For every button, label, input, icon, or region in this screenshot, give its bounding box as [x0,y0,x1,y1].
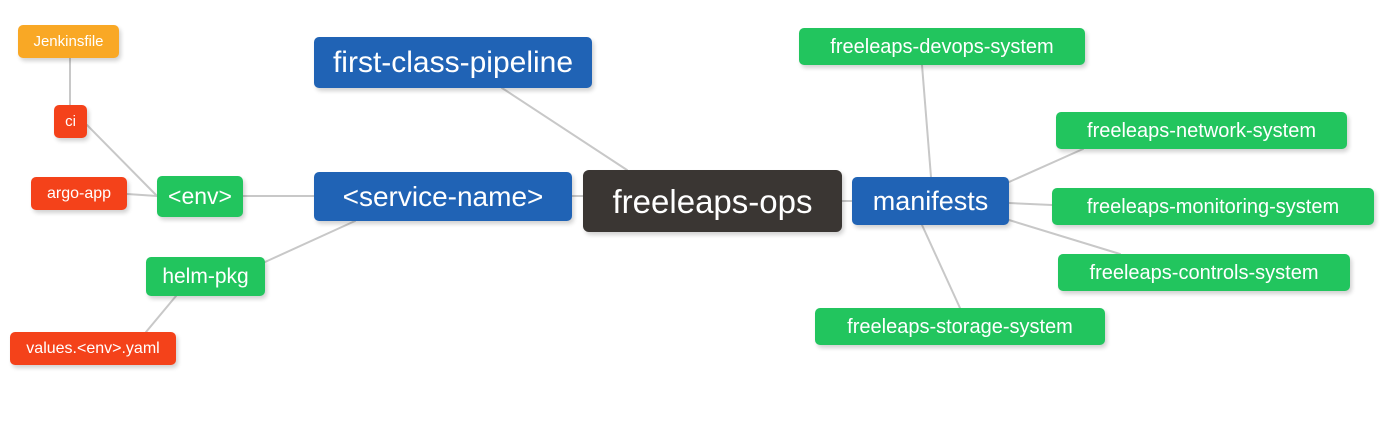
node-freeleaps-devops-system[interactable]: freeleaps-devops-system [799,28,1085,65]
node-ci[interactable]: ci [54,105,87,138]
edge-argo-app-to-env [126,193,158,197]
edge-values-yaml-to-helm-pkg [145,295,177,333]
node-values-yaml[interactable]: values.<env>.yaml [10,332,176,365]
node-freeleaps-controls-system[interactable]: freeleaps-controls-system [1058,254,1350,291]
node-manifests[interactable]: manifests [852,177,1009,225]
edge-manifests-to-freeleaps-controls-system [1008,219,1121,255]
edge-manifests-to-freeleaps-devops-system [921,64,932,178]
node-service-name[interactable]: <service-name> [314,172,572,221]
edge-manifests-to-freeleaps-network-system [1008,148,1084,183]
node-argo-app[interactable]: argo-app [31,177,127,210]
node-helm-pkg[interactable]: helm-pkg [146,257,265,296]
node-freeleaps-storage-system[interactable]: freeleaps-storage-system [815,308,1105,345]
edge-helm-pkg-to-service-name [264,220,356,263]
node-freeleaps-ops[interactable]: freeleaps-ops [583,170,842,232]
edge-manifests-to-freeleaps-monitoring-system [1008,202,1053,206]
node-freeleaps-network-system[interactable]: freeleaps-network-system [1056,112,1347,149]
node-first-class-pipeline[interactable]: first-class-pipeline [314,37,592,88]
edge-manifests-to-freeleaps-storage-system [921,224,961,309]
node-freeleaps-monitoring-system[interactable]: freeleaps-monitoring-system [1052,188,1374,225]
edge-first-class-pipeline-to-freeleaps-ops [501,87,628,171]
node-jenkinsfile[interactable]: Jenkinsfile [18,25,119,58]
node-env[interactable]: <env> [157,176,243,217]
